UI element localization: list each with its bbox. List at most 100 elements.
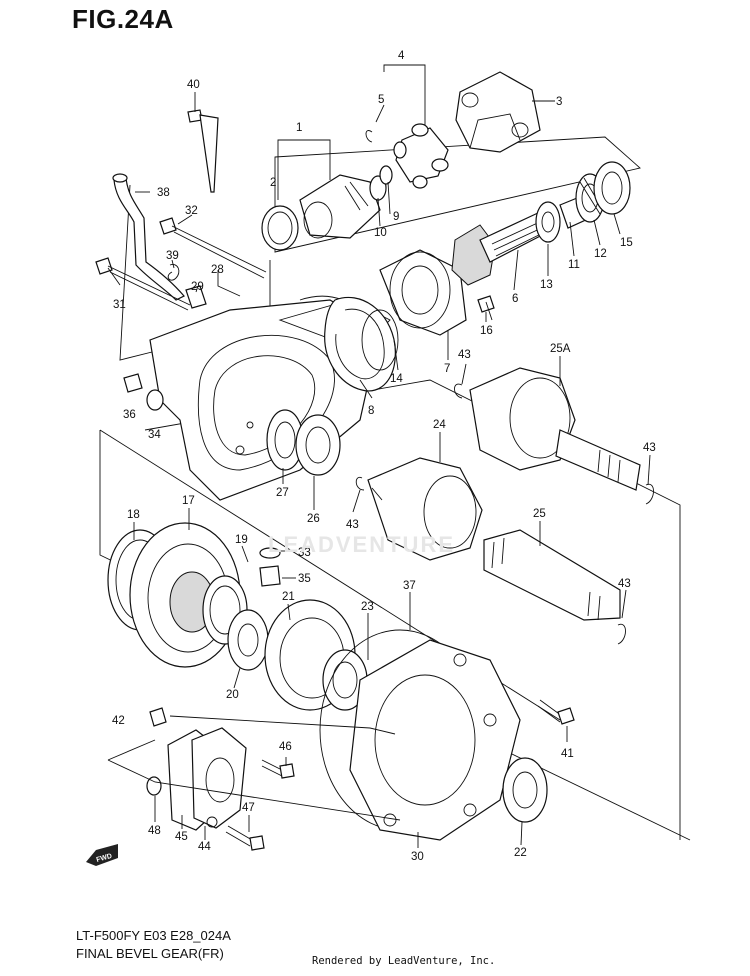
callout-15: 15 — [620, 237, 633, 249]
callout-40: 40 — [187, 79, 200, 91]
callout-2: 2 — [270, 177, 276, 189]
part-43-circlip-right — [645, 483, 654, 505]
part-39-clip — [167, 264, 180, 281]
watermark: LEADVENTURE — [268, 532, 456, 557]
callout-8: 8 — [368, 405, 374, 417]
diagram-name: FINAL BEVEL GEAR(FR) — [76, 946, 224, 961]
part-25-shaft — [483, 529, 621, 621]
callout-36: 36 — [123, 409, 136, 421]
part-26-oil-seal — [295, 414, 341, 476]
part-8-shim — [361, 309, 399, 371]
callout-32: 32 — [185, 205, 198, 217]
callout-24: 24 — [433, 419, 446, 431]
part-16-bolt — [477, 295, 495, 321]
callout-35: 35 — [298, 573, 311, 585]
callout-43-lower: 43 — [618, 578, 631, 590]
callout-33: 33 — [298, 547, 311, 559]
callout-43-mid: 43 — [346, 519, 359, 531]
callout-13: 13 — [540, 279, 553, 291]
part-1-yoke — [299, 174, 381, 239]
callout-7: 7 — [444, 363, 450, 375]
part-40-pin — [187, 109, 219, 193]
part-44-cover — [191, 727, 247, 829]
callout-3: 3 — [556, 96, 562, 108]
part-9-ring — [379, 165, 393, 185]
callout-30: 30 — [411, 851, 424, 863]
callout-17: 17 — [182, 495, 195, 507]
part-33-washer — [259, 547, 281, 559]
part-36-nut — [123, 373, 143, 393]
callout-41: 41 — [561, 748, 574, 760]
callout-27: 27 — [276, 487, 289, 499]
callout-46: 46 — [279, 741, 292, 753]
part-35-plug — [259, 565, 281, 587]
callout-26: 26 — [307, 513, 320, 525]
callout-48: 48 — [148, 825, 161, 837]
part-42-nut — [149, 707, 167, 727]
callout-31: 31 — [113, 299, 126, 311]
callout-9: 9 — [393, 211, 399, 223]
part-43-circlip-mid — [355, 476, 365, 491]
callout-25a: 25A — [550, 343, 571, 355]
part-20-spacer — [227, 609, 269, 671]
callout-18: 18 — [127, 509, 140, 521]
part-31-bolt — [95, 257, 191, 311]
callout-11: 11 — [568, 259, 580, 271]
part-43-circlip-upper — [454, 383, 463, 399]
part-29-dowel — [185, 285, 207, 309]
part-13-bearing — [535, 201, 561, 243]
part-25a-shaft — [469, 367, 641, 491]
callout-20: 20 — [226, 689, 239, 701]
part-24-shaft — [367, 457, 483, 561]
model-code: LT-F500FY E03 E28_024A — [76, 928, 231, 943]
part-32-bolt — [159, 217, 267, 279]
leader-lines — [107, 64, 651, 848]
part-43-circlip-lower — [617, 623, 626, 645]
callout-16: 16 — [480, 325, 493, 337]
callout-6: 6 — [512, 293, 518, 305]
part-4-ujoint — [393, 123, 449, 189]
callout-22: 22 — [514, 847, 527, 859]
callout-21: 21 — [282, 591, 295, 603]
part-22-oil-seal — [502, 757, 548, 823]
part-2-dust-seal — [261, 205, 299, 251]
part-41-bolt — [537, 699, 575, 725]
render-credit: Rendered by LeadVenture, Inc. — [312, 955, 496, 967]
part-48-bushing — [146, 776, 162, 796]
part-3-yoke — [455, 71, 541, 153]
part-15-oil-seal — [593, 161, 631, 215]
callout-4: 4 — [398, 50, 405, 62]
callout-29: 29 — [191, 281, 204, 293]
part-6-pinion — [451, 211, 549, 286]
part-7-housing — [379, 249, 467, 336]
callout-19: 19 — [235, 534, 248, 546]
part-5-circlip — [365, 130, 373, 143]
callout-labels: 1 2 3 4 5 6 7 8 9 10 11 12 13 14 15 16 1… — [112, 50, 656, 863]
part-30-housing — [349, 639, 521, 841]
callout-23: 23 — [361, 601, 374, 613]
fwd-label: FWD — [96, 853, 113, 864]
part-47-bolt — [225, 825, 265, 851]
callout-43-right: 43 — [643, 442, 656, 454]
callout-37: 37 — [403, 580, 416, 592]
callout-28: 28 — [211, 264, 224, 276]
callout-10: 10 — [374, 227, 387, 239]
callout-39: 39 — [166, 250, 179, 262]
callout-25: 25 — [533, 508, 546, 520]
callout-45: 45 — [175, 831, 188, 843]
callout-38: 38 — [157, 187, 170, 199]
callout-1: 1 — [296, 122, 302, 134]
part-46-bolt — [261, 759, 295, 779]
callout-5: 5 — [378, 94, 384, 106]
callout-44: 44 — [198, 841, 211, 853]
callout-42: 42 — [112, 715, 125, 727]
callout-47: 47 — [242, 802, 255, 814]
callout-14: 14 — [390, 373, 403, 385]
part-34-washer — [146, 389, 164, 411]
callout-43-upper: 43 — [458, 349, 471, 361]
part-38-hose — [112, 173, 185, 301]
callout-34: 34 — [148, 429, 161, 441]
fwd-arrow-icon: FWD — [86, 844, 118, 866]
